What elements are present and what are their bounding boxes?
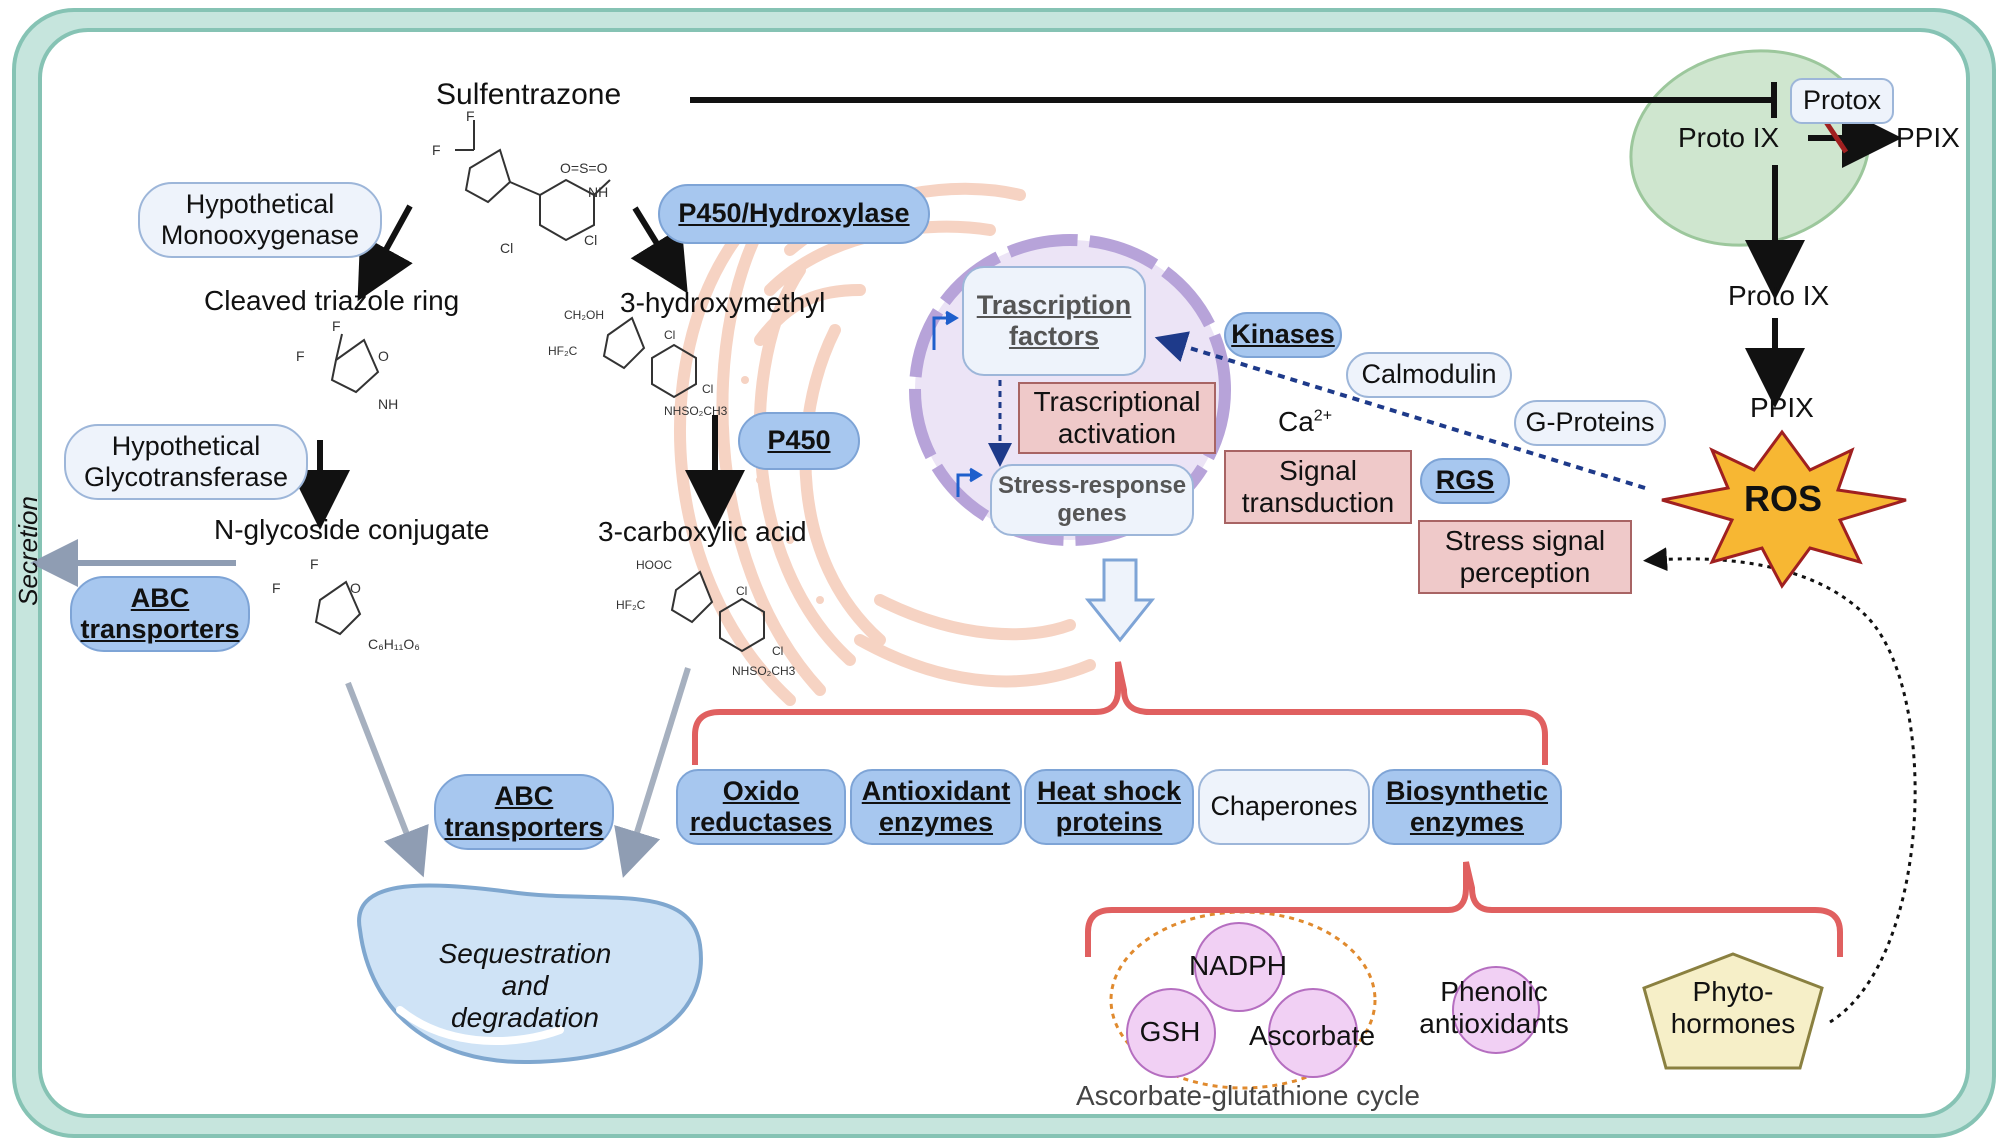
chem-atom: Cl bbox=[664, 328, 676, 342]
hydroxylase-arrow bbox=[630, 206, 688, 294]
p450-pill: P450 bbox=[738, 412, 860, 470]
chem-atom: O bbox=[350, 580, 361, 596]
gene-marker-2 bbox=[956, 467, 983, 497]
phenolic-circle bbox=[1452, 966, 1540, 1054]
enzyme-antioxidant: Antioxidant enzymes bbox=[850, 769, 1022, 845]
ros-star bbox=[1661, 429, 1907, 589]
p450-hydroxylase-pill: P450/Hydroxylase bbox=[658, 184, 930, 244]
transcription-factors-box: Trascription factors bbox=[962, 266, 1146, 376]
transcriptional-activation-box: Trascriptional activation bbox=[1018, 382, 1216, 454]
chem-atom: F bbox=[310, 556, 319, 572]
carboxylic-acid-label: 3-carboxylic acid bbox=[598, 516, 807, 547]
proto-ix-outside: Proto IX bbox=[1728, 280, 1830, 311]
compound-title: Sulfentrazone bbox=[436, 78, 622, 111]
ppix-outside: PPIX bbox=[1750, 392, 1814, 423]
chem-atom: F bbox=[466, 108, 475, 124]
ros-signal-arrow bbox=[1154, 331, 1646, 490]
phenolic-label: Phenolic antioxidants bbox=[1419, 976, 1569, 1040]
monooxygenase-arrow bbox=[357, 204, 413, 302]
cleaved-ring-label: Cleaved triazole ring bbox=[204, 285, 460, 316]
cleaved-ring-structure bbox=[330, 333, 380, 394]
stress-perception-box: Stress signal perception bbox=[1418, 520, 1632, 594]
kinases-pill: Kinases bbox=[1224, 312, 1342, 358]
chem-atom: HF₂C bbox=[548, 344, 578, 358]
ascorbate-circle bbox=[1268, 988, 1358, 1078]
enzyme-biosynthetic: Biosynthetic enzymes bbox=[1372, 769, 1562, 845]
enzyme-brace bbox=[692, 661, 1548, 765]
nadph-label: NADPH bbox=[1188, 950, 1287, 981]
chem-atom: CH₂OH bbox=[564, 308, 604, 322]
chem-atom: HF₂C bbox=[616, 598, 646, 612]
signal-transduction-box: Signal transduction bbox=[1224, 450, 1412, 524]
abc-transporters-left-pill: ABC transporters bbox=[70, 576, 250, 652]
protox-pill: Protox bbox=[1790, 78, 1894, 124]
chem-atom: F bbox=[272, 580, 281, 596]
chem-atom: F bbox=[332, 318, 341, 334]
vacuole-line-1: Sequestration bbox=[438, 938, 612, 969]
gsh-label: GSH bbox=[1139, 1016, 1201, 1047]
enzyme-chaperones: Chaperones bbox=[1198, 769, 1370, 845]
chem-atom: Cl bbox=[500, 240, 514, 256]
conjugate-label: N-glycoside conjugate bbox=[214, 514, 490, 545]
chem-atom: F bbox=[432, 142, 441, 158]
gsh-circle bbox=[1126, 988, 1216, 1078]
vacuole bbox=[357, 883, 703, 1065]
abc-transporters-center-pill: ABC transporters bbox=[434, 774, 614, 850]
conjugate-structure bbox=[314, 580, 362, 636]
monooxygenase-pill: Hypothetical Monooxygenase bbox=[138, 182, 382, 258]
chem-atom: NH bbox=[588, 184, 609, 200]
carboxylic-structure bbox=[670, 570, 765, 653]
chem-atom: HOOC bbox=[636, 558, 672, 572]
phytohormone-feedback-arrow bbox=[1643, 547, 1917, 1024]
stress-response-genes-box: Stress-response genes bbox=[990, 464, 1194, 536]
hydroxymethyl-structure bbox=[602, 316, 697, 399]
conjugate-to-vacuole bbox=[345, 681, 429, 878]
chem-atom: NHSO₂CH3 bbox=[664, 404, 728, 418]
chem-atom: Cl bbox=[702, 382, 714, 396]
antioxidant-brace bbox=[1085, 861, 1843, 957]
hollow-down-arrow bbox=[1084, 558, 1156, 643]
ppix-inside: PPIX bbox=[1896, 122, 1960, 153]
proto-ix-inside: Proto IX bbox=[1678, 122, 1780, 153]
phytohormones-label: Phyto-hormones bbox=[1670, 976, 1796, 1040]
chem-atom: C₆H₁₁O₆ bbox=[368, 636, 420, 652]
secretion-label: Secretion bbox=[13, 496, 44, 606]
acid-to-vacuole bbox=[614, 667, 691, 878]
glycotransferase-pill: Hypothetical Glycotransferase bbox=[64, 424, 308, 500]
calcium-charge: 2+ bbox=[1313, 407, 1333, 425]
chem-atom: Cl bbox=[772, 644, 784, 658]
calcium-label: Ca2+ bbox=[1278, 406, 1332, 438]
chem-atom: NH bbox=[378, 396, 399, 412]
chem-atom: Cl bbox=[584, 232, 598, 248]
gene-marker-1 bbox=[932, 310, 959, 350]
phytohormone-pentagon bbox=[1642, 952, 1824, 1070]
vacuole-line-3: degradation bbox=[451, 1002, 599, 1033]
nadph-circle bbox=[1194, 922, 1284, 1012]
vacuole-line-2: and bbox=[501, 970, 549, 1001]
block-mark bbox=[1823, 120, 1849, 154]
calmodulin-pill: Calmodulin bbox=[1346, 352, 1512, 398]
calcium-text: Ca bbox=[1278, 406, 1314, 437]
enzyme-oxidoreductases: Oxido reductases bbox=[676, 769, 846, 845]
sulfentrazone-structure bbox=[455, 120, 611, 242]
chem-atom: Cl bbox=[736, 584, 748, 598]
rgs-pill: RGS bbox=[1420, 458, 1510, 504]
chem-atom: F bbox=[296, 348, 305, 364]
g-proteins-pill: G-Proteins bbox=[1514, 400, 1666, 446]
ros-label: ROS bbox=[1744, 478, 1823, 519]
ascorbate-label: Ascorbate bbox=[1248, 1020, 1376, 1051]
hydroxymethyl-label: 3-hydroxymethyl bbox=[620, 287, 826, 318]
chem-atom: O bbox=[378, 348, 389, 364]
ag-cycle-label: Ascorbate-glutathione cycle bbox=[1076, 1080, 1420, 1111]
enzyme-heat-shock: Heat shock proteins bbox=[1024, 769, 1194, 845]
chem-atom: O=S=O bbox=[560, 160, 608, 176]
chem-atom: NHSO₂CH3 bbox=[732, 664, 796, 678]
vacuole-shine bbox=[396, 1006, 564, 1046]
